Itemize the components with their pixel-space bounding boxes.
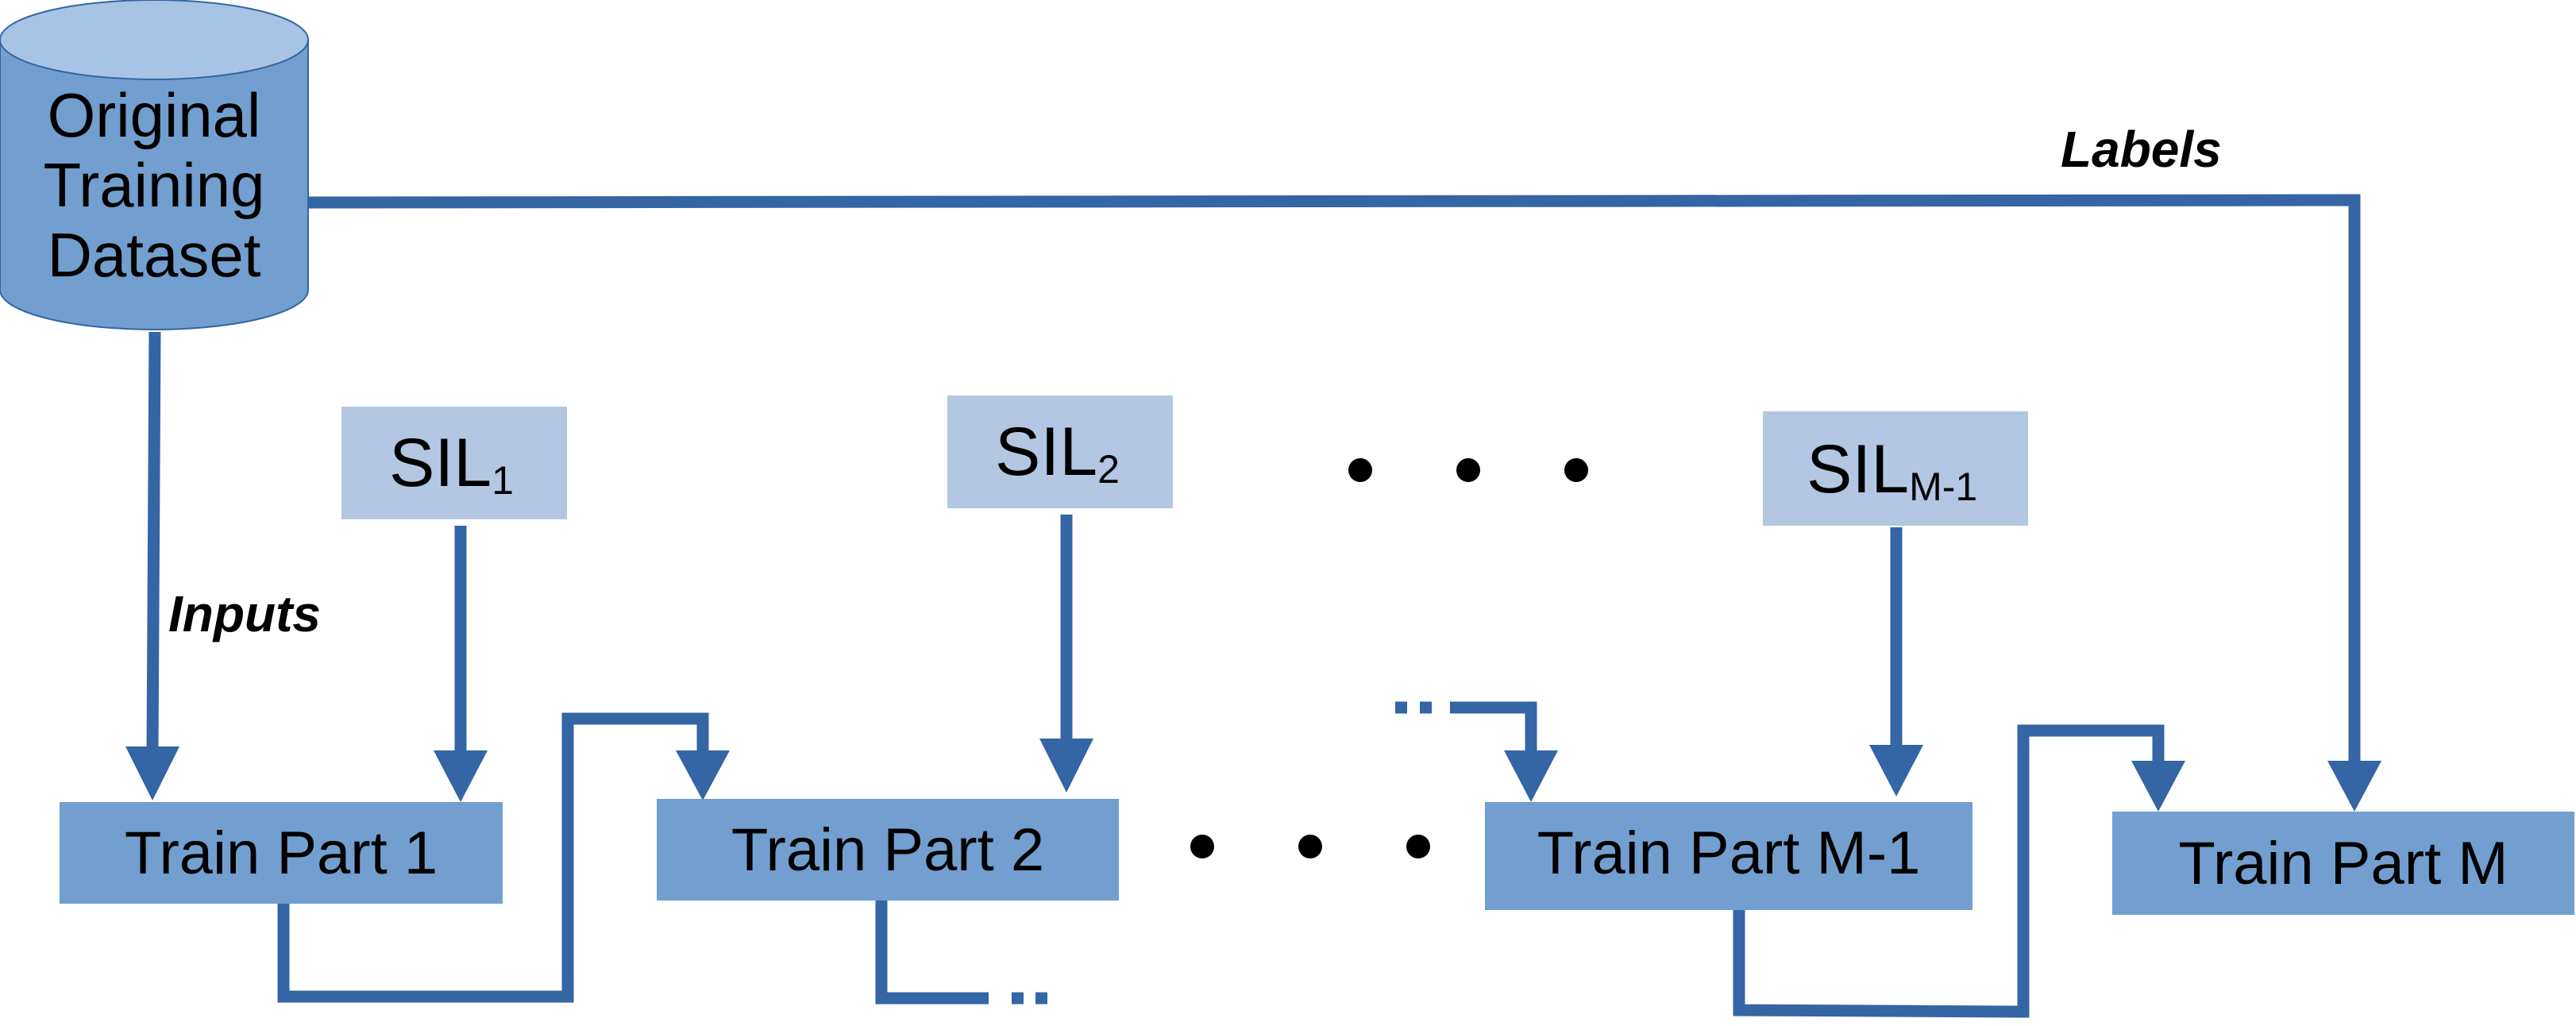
ellipsis-dot-bottom-3 bbox=[1406, 835, 1430, 858]
train-node-1-label: Train Part 1 bbox=[125, 820, 438, 887]
train-node-m-1-label: Train Part M-1 bbox=[1537, 820, 1921, 887]
svg-text:SIL1: SIL1 bbox=[389, 425, 514, 503]
sil-node-2: SIL2 bbox=[947, 395, 1173, 508]
edge-labels bbox=[307, 194, 2361, 766]
arrowhead-sil2 bbox=[1039, 739, 1093, 793]
sil-node-1: SIL1 bbox=[341, 407, 567, 519]
sil-node-1-sub: 1 bbox=[492, 458, 514, 503]
ellipsis-dot-top-3 bbox=[1564, 458, 1588, 482]
edge-trainm1-trainm bbox=[1733, 724, 2165, 1018]
train-node-m: Train Part M bbox=[2112, 812, 2574, 915]
edge-label-inputs: Inputs bbox=[168, 585, 321, 642]
arrowhead-inputs bbox=[125, 746, 179, 800]
ellipsis-dot-top-1 bbox=[1348, 458, 1372, 482]
edge-label-labels: Labels bbox=[2061, 121, 2222, 178]
arrowhead-trainm1 bbox=[1504, 750, 1558, 802]
arrowhead-train2 bbox=[676, 750, 730, 800]
sil-node-m-1-sub: M-1 bbox=[1909, 465, 1977, 509]
edge-prev-trainm1 bbox=[1450, 701, 1537, 758]
ellipsis-dot-bottom-1 bbox=[1190, 835, 1214, 858]
sil-node-1-base: SIL bbox=[389, 425, 492, 501]
edge-train2-next bbox=[875, 899, 989, 1005]
sil-node-m-1-base: SIL bbox=[1807, 431, 1909, 507]
arrowhead-sil1 bbox=[434, 750, 488, 802]
database-cylinder: Original Training Dataset bbox=[0, 0, 309, 330]
ellipsis-dot-bottom-2 bbox=[1298, 835, 1322, 858]
train-node-2: Train Part 2 bbox=[657, 799, 1119, 901]
train-node-m-1: Train Part M-1 bbox=[1485, 802, 1972, 910]
arrowhead-silm1 bbox=[1869, 745, 1923, 796]
ellipsis-dot-top-2 bbox=[1456, 458, 1480, 482]
train-node-m-label: Train Part M bbox=[2178, 830, 2508, 897]
database-label-line-1: Original bbox=[48, 80, 261, 150]
sil-node-m-1: SILM-1 bbox=[1763, 411, 2028, 526]
svg-text:SILM-1: SILM-1 bbox=[1807, 431, 1977, 509]
edge-inputs bbox=[146, 331, 161, 754]
arrowhead-labels bbox=[2327, 761, 2381, 812]
sil-node-2-sub: 2 bbox=[1097, 447, 1120, 492]
database-label-line-3: Dataset bbox=[48, 220, 261, 290]
edge-train1-train2 bbox=[277, 712, 709, 1003]
train-node-1: Train Part 1 bbox=[60, 802, 503, 904]
train-node-2-label: Train Part 2 bbox=[731, 816, 1044, 884]
sil-node-2-base: SIL bbox=[995, 414, 1097, 490]
svg-text:SIL2: SIL2 bbox=[995, 414, 1120, 492]
database-label-line-2: Training bbox=[44, 150, 265, 220]
arrowhead-trainm bbox=[2131, 761, 2185, 812]
